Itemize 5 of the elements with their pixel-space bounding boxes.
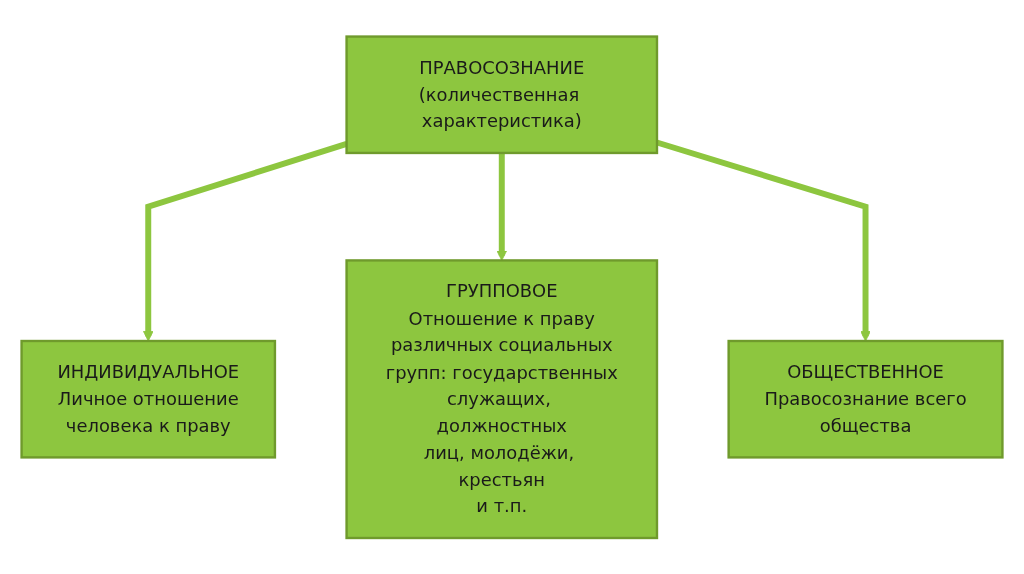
node-box: ИНДИВИДУАЛЬНОЕ Личное отношение человека к праву [20,339,277,459]
node-box: ГРУППОВОЕ Отношение к праву различных социальных групп: государственных служащих, должностных лиц, молодёжи, крестьян и т.п. [345,258,659,539]
node-box: ПРАВОСОЗНАНИЕ (количественная характеристика) [345,35,659,154]
arrow [496,152,508,261]
node-box: ОБЩЕСТВЕННОЕ Правосознание всего общества [727,339,1004,459]
